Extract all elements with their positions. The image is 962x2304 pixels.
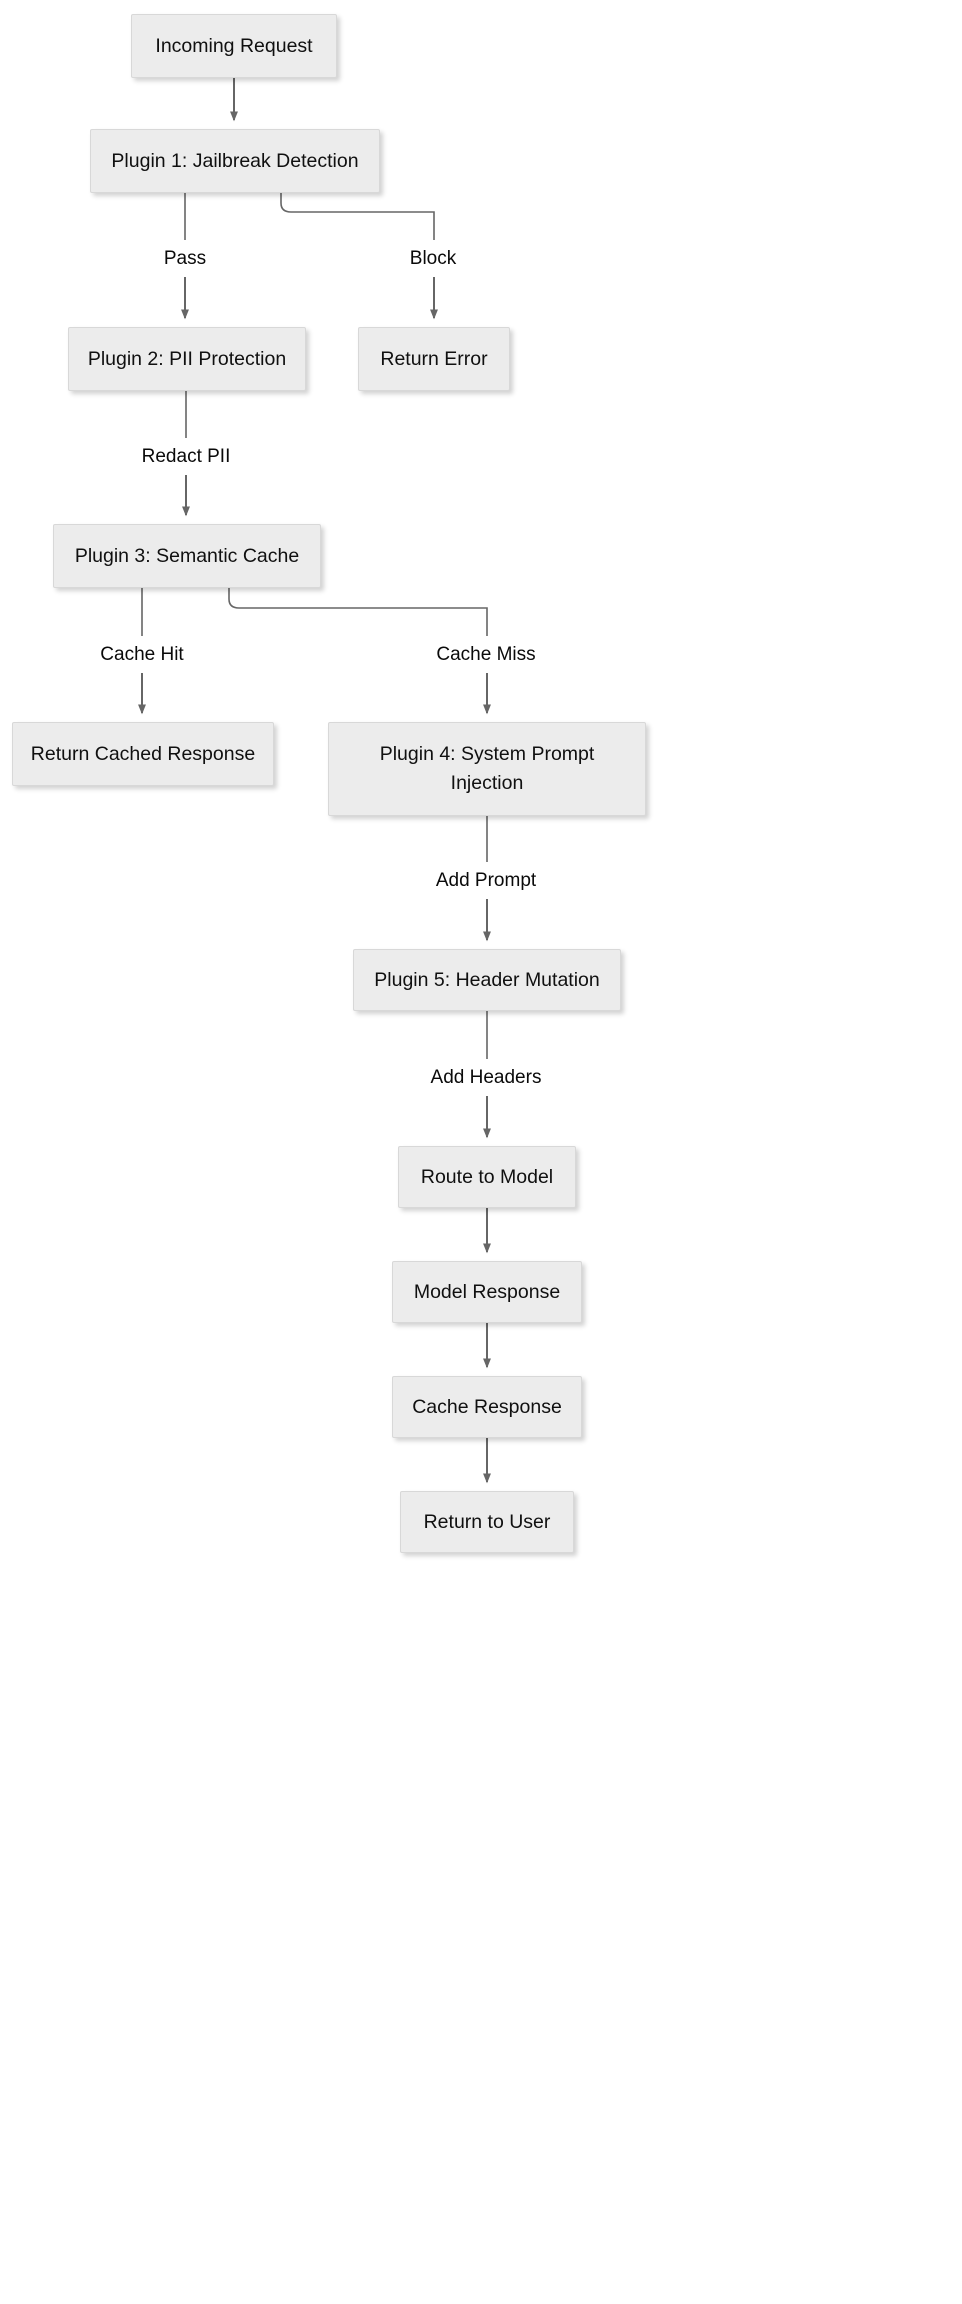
edge-label-block: Block [404, 247, 462, 271]
node-cache-response[interactable]: Cache Response [392, 1376, 582, 1438]
node-label: Incoming Request [155, 34, 313, 57]
edge-label-cache-hit: Cache Hit [95, 643, 189, 667]
edge-label-add-prompt: Add Prompt [430, 869, 542, 893]
node-label: Plugin 4: System Prompt Injection [379, 743, 595, 794]
node-label: Route to Model [420, 1165, 554, 1188]
edge-label-pass: Pass [158, 247, 212, 271]
edge-label-redact-pii: Redact PII [136, 445, 236, 469]
node-return-cached-response[interactable]: Return Cached Response [12, 722, 274, 786]
edge-plugin1-to-return-error [280, 193, 435, 240]
node-label: Model Response [413, 1280, 561, 1303]
node-incoming-request[interactable]: Incoming Request [131, 14, 337, 78]
node-label: Plugin 5: Header Mutation [374, 968, 600, 991]
node-label: Return to User [423, 1510, 551, 1533]
node-label: Plugin 2: PII Protection [87, 347, 287, 370]
node-model-response[interactable]: Model Response [392, 1261, 582, 1323]
edge-label-add-headers: Add Headers [425, 1066, 547, 1090]
node-label: Cache Response [412, 1395, 562, 1418]
node-plugin1-jailbreak-detection[interactable]: Plugin 1: Jailbreak Detection [90, 129, 380, 193]
node-plugin2-pii-protection[interactable]: Plugin 2: PII Protection [68, 327, 306, 391]
node-label: Return Cached Response [30, 742, 256, 765]
edge-plugin3-to-plugin4 [228, 588, 488, 636]
node-label: Plugin 1: Jailbreak Detection [111, 149, 359, 172]
node-return-error[interactable]: Return Error [358, 327, 510, 391]
node-label: Plugin 3: Semantic Cache [74, 544, 300, 567]
node-plugin4-system-prompt-injection[interactable]: Plugin 4: System Prompt Injection [328, 722, 646, 816]
node-plugin5-header-mutation[interactable]: Plugin 5: Header Mutation [353, 949, 621, 1011]
node-label: Return Error [380, 347, 488, 370]
edge-label-cache-miss: Cache Miss [431, 643, 541, 667]
node-return-to-user[interactable]: Return to User [400, 1491, 574, 1553]
node-plugin3-semantic-cache[interactable]: Plugin 3: Semantic Cache [53, 524, 321, 588]
node-route-to-model[interactable]: Route to Model [398, 1146, 576, 1208]
